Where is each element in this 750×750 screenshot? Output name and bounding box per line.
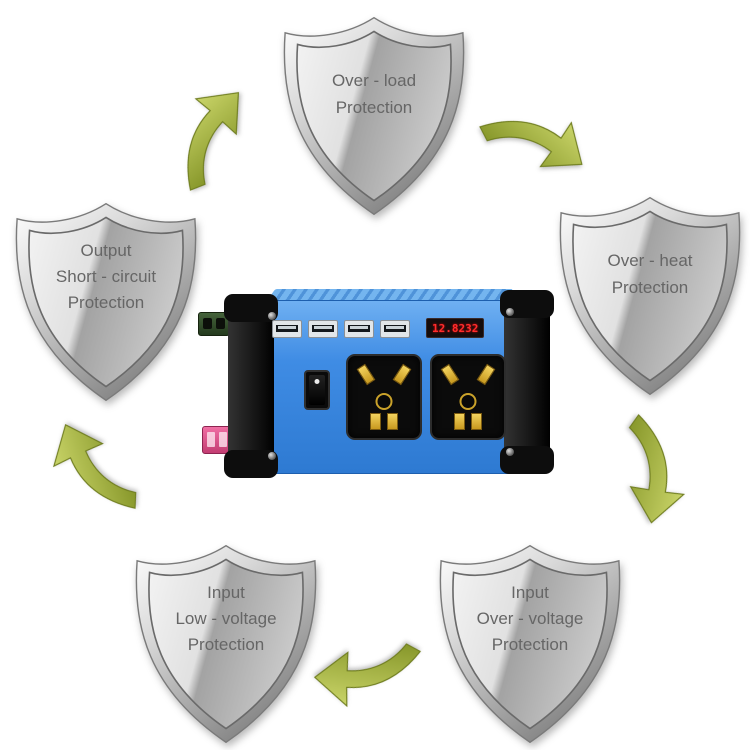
shield-over-heat: Over - heat Protection <box>552 192 748 400</box>
shield-label: Over - load Protection <box>292 68 457 121</box>
rocker <box>309 375 325 405</box>
ac-outlet <box>346 354 422 440</box>
usb-port <box>344 320 374 338</box>
screw-icon <box>506 308 514 316</box>
shield-icon <box>439 544 621 744</box>
arrow-bottomright-to-bottomleft-icon <box>307 625 428 724</box>
shield-input-low-voltage: Input Low - voltage Protection <box>128 540 324 748</box>
battery-voltage-readout: 12.8 <box>432 321 459 335</box>
arrow-right-to-bottomright-icon <box>600 406 711 534</box>
shield-label: Input Low - voltage Protection <box>144 580 309 659</box>
shield-output-short-circuit: Output Short - circuit Protection <box>8 198 204 406</box>
ac-outlet <box>430 354 506 440</box>
arrow-bottomleft-to-left-icon <box>34 405 149 536</box>
screw-icon <box>268 452 276 460</box>
shield-label-line: Protection <box>611 277 689 297</box>
end-cap-left <box>224 294 278 478</box>
screw-icon <box>506 448 514 456</box>
arrow-top-to-right-icon <box>468 69 607 206</box>
power-inverter: 12.8 232 <box>196 286 556 486</box>
shield-input-over-voltage: Input Over - voltage Protection <box>432 540 628 748</box>
shield-label-line: Over - voltage <box>476 608 584 628</box>
end-cap-right <box>500 290 554 474</box>
shield-label-line: Low - voltage <box>175 608 277 628</box>
shield-label: Over - heat Protection <box>568 248 733 301</box>
shield-label: Input Over - voltage Protection <box>448 580 613 659</box>
output-voltage-readout: 232 <box>458 321 479 335</box>
shield-icon <box>15 202 197 402</box>
shield-label-line: Input <box>511 582 549 602</box>
led-display: 12.8 232 <box>426 318 484 338</box>
shield-label-line: Input <box>207 582 245 602</box>
arrow-left-to-top-icon <box>138 66 277 203</box>
screw-icon <box>268 312 276 320</box>
shield-label-line: Protection <box>187 635 265 655</box>
usb-port <box>380 320 410 338</box>
switch-indicator-dot <box>314 379 320 384</box>
shield-label-line: Protection <box>67 293 145 313</box>
shield-label-line: Over - heat <box>607 251 693 271</box>
shield-label-line: Over - load <box>331 71 417 91</box>
shield-over-load: Over - load Protection <box>276 12 472 220</box>
shield-label: Output Short - circuit Protection <box>24 238 189 317</box>
shield-icon <box>135 544 317 744</box>
usb-port <box>272 320 302 338</box>
usb-port <box>308 320 338 338</box>
shield-label-line: Protection <box>335 97 413 117</box>
shield-label-line: Short - circuit <box>55 266 157 286</box>
shield-label-line: Protection <box>491 635 569 655</box>
shield-icon <box>559 196 741 396</box>
shield-label-line: Output <box>80 240 132 260</box>
shield-icon <box>283 16 465 216</box>
dc-connector <box>202 426 232 454</box>
power-switch <box>304 370 330 410</box>
